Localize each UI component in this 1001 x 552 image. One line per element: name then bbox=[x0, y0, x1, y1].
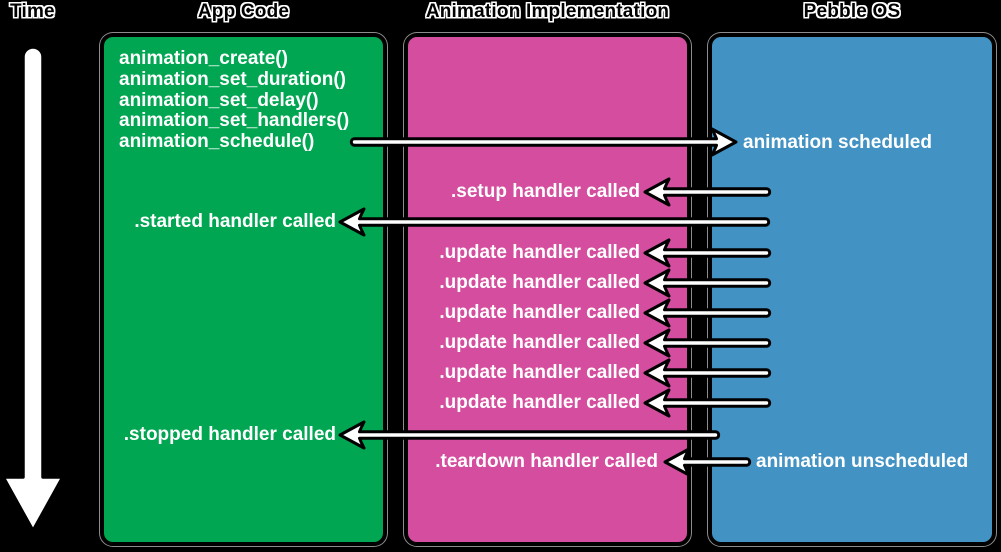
column-header-app-code: App Code bbox=[197, 1, 290, 22]
time-axis-label: Time bbox=[10, 1, 55, 22]
label-update-handler: .update handler called bbox=[439, 242, 640, 263]
code-line: animation_set_delay() bbox=[119, 89, 319, 111]
arrow-update-handler-icon bbox=[643, 265, 773, 301]
label-setup-handler: .setup handler called bbox=[451, 181, 640, 202]
arrow-stopped-handler-icon bbox=[338, 417, 722, 453]
label-update-handler: .update handler called bbox=[439, 272, 640, 293]
column-header-pebble-os: Pebble OS bbox=[803, 1, 901, 22]
arrow-started-handler-icon bbox=[338, 204, 772, 240]
code-line: animation_schedule() bbox=[119, 131, 315, 153]
label-update-handler: .update handler called bbox=[439, 302, 640, 323]
label-animation-scheduled: animation scheduled bbox=[743, 132, 932, 153]
label-started-handler: .started handler called bbox=[134, 211, 336, 232]
code-line: animation_create() bbox=[119, 48, 288, 69]
arrow-update-handler-icon bbox=[643, 295, 773, 331]
arrow-update-handler-icon bbox=[643, 355, 773, 391]
arrow-update-handler-icon bbox=[643, 235, 773, 271]
code-line: animation_set_duration() bbox=[119, 68, 346, 90]
app-code-call-list: animation_create() animation_set_duratio… bbox=[119, 48, 350, 153]
arrow-update-handler-icon bbox=[643, 385, 773, 421]
lane-animation-implementation bbox=[404, 33, 691, 546]
arrow-animation-scheduled-icon bbox=[348, 124, 738, 160]
label-animation-unscheduled: animation unscheduled bbox=[756, 451, 969, 472]
column-header-animation-implementation: Animation Implementation bbox=[425, 1, 670, 22]
label-update-handler: .update handler called bbox=[439, 392, 640, 413]
label-teardown-handler: .teardown handler called bbox=[435, 451, 658, 472]
lane-app-code bbox=[100, 33, 387, 546]
label-update-handler: .update handler called bbox=[439, 362, 640, 383]
code-line: animation_set_handlers() bbox=[119, 110, 350, 132]
arrow-setup-handler-icon bbox=[643, 174, 773, 210]
label-stopped-handler: .stopped handler called bbox=[123, 424, 336, 445]
arrow-update-handler-icon bbox=[643, 325, 773, 361]
label-update-handler: .update handler called bbox=[439, 332, 640, 353]
arrow-teardown-handler-icon bbox=[663, 444, 753, 480]
lane-pebble-os bbox=[708, 33, 996, 546]
time-axis-arrow-icon bbox=[0, 40, 68, 535]
